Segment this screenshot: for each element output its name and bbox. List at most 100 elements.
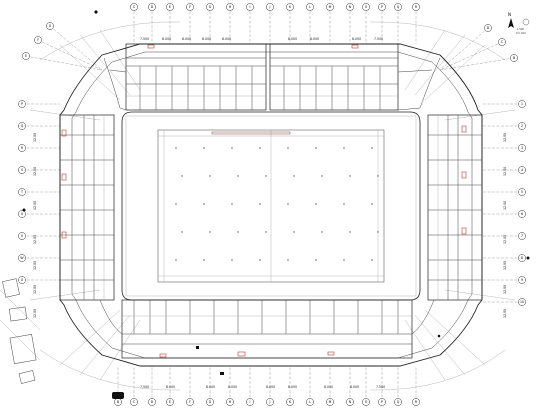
grid-bubble-bottom: K xyxy=(286,366,294,406)
svg-text:E: E xyxy=(169,400,171,404)
dim-top-2: 8.000 xyxy=(162,37,171,41)
grid-bubble-bottom: J xyxy=(266,366,274,406)
pitch-marker xyxy=(343,203,345,205)
dim-top-5: 8.000 xyxy=(222,37,231,41)
grid-bubble-bottom: D xyxy=(148,366,156,406)
svg-text:N: N xyxy=(349,5,352,9)
dim-left-5: 12.00 xyxy=(33,261,37,270)
grid-bubble-top: G xyxy=(206,3,214,44)
pitch-marker xyxy=(259,259,261,261)
grid-bubble-left: W xyxy=(18,254,60,262)
grid-bubble-top: D xyxy=(148,3,156,44)
svg-text:U: U xyxy=(21,212,24,216)
svg-text:D: D xyxy=(151,400,154,404)
svg-text:P: P xyxy=(21,102,23,106)
svg-text:T: T xyxy=(20,190,23,194)
north-label: N xyxy=(508,12,511,17)
grid-bubble-right: 3 xyxy=(482,144,526,152)
grid-bubble-left: Q xyxy=(18,122,60,130)
svg-text:O: O xyxy=(365,400,368,404)
svg-text:1: 1 xyxy=(521,102,523,106)
pitch-marker xyxy=(175,203,177,205)
pitch-marker xyxy=(287,203,289,205)
pitch-marker xyxy=(343,259,345,261)
grid-bubble-top: C xyxy=(130,3,138,44)
pitch-marker xyxy=(265,175,267,177)
pitch-marker xyxy=(231,259,233,261)
grid-bubble-left: U xyxy=(18,210,60,218)
grid-bubble-bottom: G xyxy=(206,366,214,406)
svg-text:F: F xyxy=(189,400,191,404)
svg-text:I: I xyxy=(250,5,251,9)
svg-text:6: 6 xyxy=(521,212,523,216)
dim-bottom-4: 8.000 xyxy=(228,385,237,389)
svg-text:R: R xyxy=(415,400,418,404)
svg-text:O: O xyxy=(365,5,368,9)
pitch-marker xyxy=(231,203,233,205)
grid-bubble-bottom: L xyxy=(306,366,314,406)
building-outline xyxy=(59,43,483,367)
grid-bubble-right-upper: D xyxy=(439,24,492,71)
east-stand xyxy=(427,114,483,301)
svg-text:S: S xyxy=(21,168,23,172)
grid-bubble-top: I xyxy=(246,3,254,44)
pitch-marker xyxy=(265,231,267,233)
grid-bubble-top: N xyxy=(346,3,354,44)
grid-bubble-bottom: P xyxy=(378,366,386,406)
svg-text:H: H xyxy=(229,400,232,404)
grid-bubble-bottom: N xyxy=(346,366,354,406)
dim-bottom-1: 7.500 xyxy=(140,385,149,389)
dim-bottom-7: 8.000 xyxy=(324,385,333,389)
pitch-marker xyxy=(203,147,205,149)
svg-text:G: G xyxy=(49,24,52,28)
dim-top-4: 8.000 xyxy=(202,37,211,41)
grid-bubble-bottom: F xyxy=(186,366,194,406)
svg-text:K: K xyxy=(289,400,292,404)
grid-bubble-right: 1 xyxy=(482,100,526,108)
dim-bottom-8: 8.000 xyxy=(350,385,359,389)
pitch-grid-markers xyxy=(175,147,379,261)
grid-bubble-left: R xyxy=(18,144,60,152)
pitch-marker xyxy=(237,231,239,233)
dim-top-7: 8.000 xyxy=(310,37,319,41)
grid-bubble-right: 10 xyxy=(482,298,526,306)
grid-bubble-top: R xyxy=(412,3,420,44)
pitch-marker xyxy=(315,147,317,149)
dim-right-2: 12.00 xyxy=(503,167,507,176)
grid-bubble-left: S xyxy=(18,166,60,174)
site-features xyxy=(0,10,530,399)
scale-label: 1:500 xyxy=(517,28,524,31)
pitch-marker xyxy=(349,175,351,177)
pitch-marker xyxy=(349,231,351,233)
svg-text:E: E xyxy=(25,54,27,58)
grid-bubble-right-upper: B xyxy=(439,54,518,71)
svg-text:2: 2 xyxy=(521,124,523,128)
grid-bubble-left: X xyxy=(18,276,60,284)
grid-bubble-bottom: E xyxy=(166,366,174,406)
grid-bubble-top: P xyxy=(378,3,386,44)
grid-bubble-right: 9 xyxy=(482,276,526,284)
svg-text:B: B xyxy=(117,400,119,404)
dimension-labels: 7.500 8.000 8.000 8.000 8.000 8.000 8.00… xyxy=(33,37,507,389)
svg-text:L: L xyxy=(309,5,311,9)
svg-text:D: D xyxy=(487,26,490,30)
dim-left-7: 12.00 xyxy=(33,309,37,318)
svg-text:F: F xyxy=(189,5,191,9)
dim-bottom-5: 8.000 xyxy=(266,385,275,389)
grid-bubble-bottom: B xyxy=(114,366,122,406)
dim-right-1: 12.00 xyxy=(503,133,507,142)
dim-top-8: 8.000 xyxy=(352,37,361,41)
svg-text:R: R xyxy=(21,146,24,150)
pitch-marker xyxy=(371,147,373,149)
svg-text:3: 3 xyxy=(521,146,523,150)
svg-text:I: I xyxy=(250,400,251,404)
dim-bottom-6: 8.000 xyxy=(288,385,297,389)
dim-top-1: 7.500 xyxy=(140,37,149,41)
svg-text:Q: Q xyxy=(397,5,400,9)
north-stand xyxy=(103,43,441,111)
svg-text:C: C xyxy=(133,400,136,404)
grid-bubble-right: 5 xyxy=(482,188,526,196)
pitch-marker xyxy=(259,147,261,149)
pitch-marker xyxy=(209,175,211,177)
